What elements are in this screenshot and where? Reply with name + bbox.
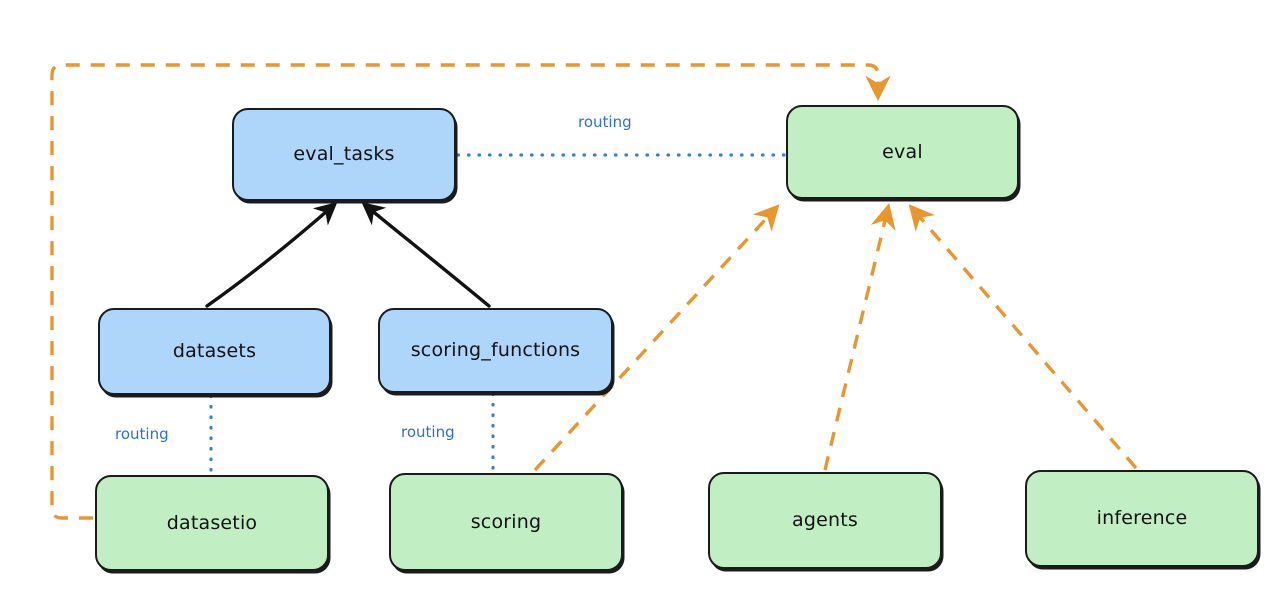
node-label: eval_tasks xyxy=(293,143,395,166)
node-scoring[interactable]: scoring xyxy=(389,473,623,571)
edge-label-routing-middle: routing xyxy=(398,423,458,441)
node-inference[interactable]: inference xyxy=(1025,470,1259,567)
node-label: datasetio xyxy=(166,511,258,534)
node-datasets[interactable]: datasets xyxy=(98,308,331,395)
node-label: datasets xyxy=(172,340,257,363)
node-label: scoring xyxy=(470,510,542,533)
edge-datasets-to-eval_tasks xyxy=(205,202,338,308)
node-agents[interactable]: agents xyxy=(708,472,942,569)
node-datasetio[interactable]: datasetio xyxy=(95,475,329,571)
node-label: eval xyxy=(882,140,923,163)
node-label: scoring_functions xyxy=(410,339,581,362)
edge-inference-to-eval xyxy=(908,204,1138,470)
edge-scoring_functions-to-eval_tasks xyxy=(361,202,491,308)
edge-agents-to-eval xyxy=(823,203,896,471)
node-eval[interactable]: eval xyxy=(786,105,1019,199)
node-label: agents xyxy=(792,509,858,532)
node-label: inference xyxy=(1096,507,1188,530)
edge-label-routing-left: routing xyxy=(112,425,172,443)
node-eval-tasks[interactable]: eval_tasks xyxy=(232,108,456,201)
node-scoring-functions[interactable]: scoring_functions xyxy=(378,308,613,393)
edge-datasetio-to-eval xyxy=(50,63,891,520)
edge-label-routing-top: routing xyxy=(575,113,635,131)
